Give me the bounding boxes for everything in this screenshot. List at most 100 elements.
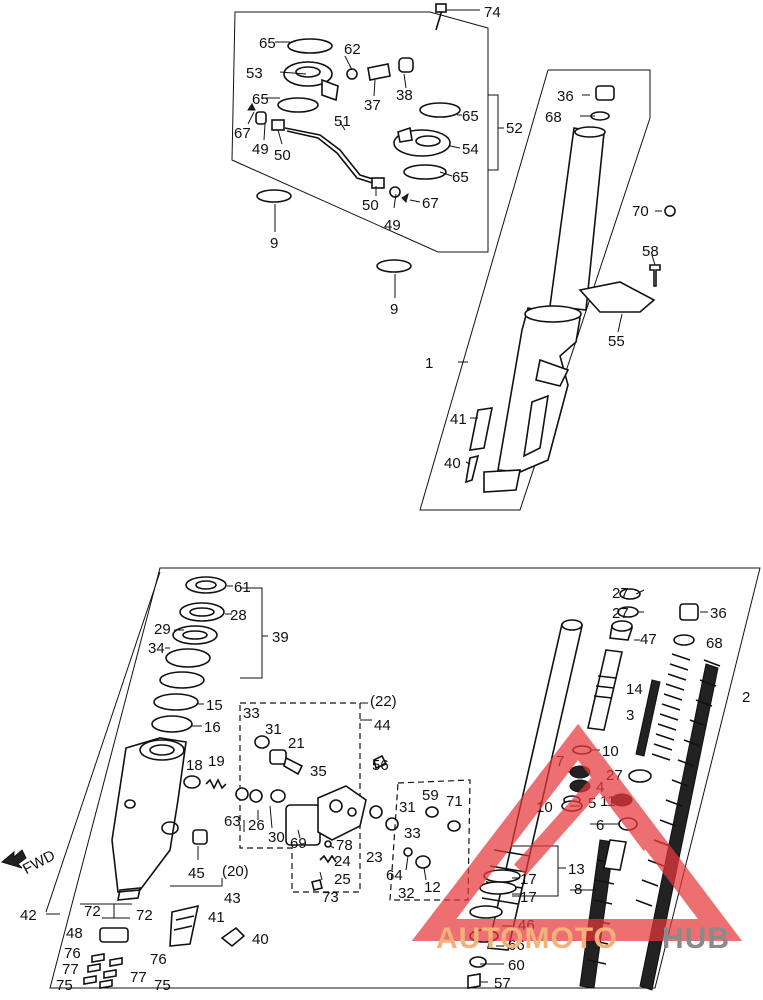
plug-70 <box>664 205 676 217</box>
label-19: 19 <box>208 753 225 770</box>
bolt-74 <box>435 3 480 31</box>
cap-36 <box>595 85 615 101</box>
top-assembly <box>231 3 676 511</box>
gearbox-54 <box>393 126 451 157</box>
label-63: 63 <box>224 813 241 830</box>
label-30: 30 <box>268 829 285 846</box>
speedo-gearbox-53 <box>283 61 339 102</box>
label-77: 77 <box>62 961 79 978</box>
label-69: 69 <box>290 835 307 852</box>
label-54: 54 <box>462 141 479 158</box>
oring-68 <box>673 634 695 646</box>
bushing-45 <box>192 829 208 845</box>
label-27: 27 <box>612 605 629 622</box>
label-65: 65 <box>462 108 479 125</box>
fitting-37 <box>367 63 391 81</box>
label-43: 43 <box>224 890 241 907</box>
label-55: 55 <box>608 333 625 350</box>
label-20: (20) <box>222 863 249 880</box>
label-50: 50 <box>274 147 291 164</box>
label-76: 76 <box>64 945 81 962</box>
label-68: 68 <box>706 635 723 652</box>
label-41: 41 <box>208 909 225 926</box>
label-3: 3 <box>626 707 634 724</box>
label-12: 12 <box>424 879 441 896</box>
ring-65 <box>403 164 447 180</box>
label-21: 21 <box>288 735 305 752</box>
label-49: 49 <box>384 217 401 234</box>
label-32: 32 <box>398 885 415 902</box>
label-72: 72 <box>84 903 101 920</box>
label-10: 10 <box>602 743 619 760</box>
ring-65 <box>287 38 333 54</box>
damper-rod-14 <box>587 620 640 731</box>
label-67: 67 <box>422 195 439 212</box>
label-44: 44 <box>374 717 391 734</box>
label-64: 64 <box>386 867 403 884</box>
label-27: 27 <box>612 585 629 602</box>
label-5: 5 <box>588 795 596 812</box>
plug-71 <box>447 820 461 832</box>
plate-40 <box>220 926 246 948</box>
spring-19 <box>205 778 227 790</box>
label-9: 9 <box>270 235 278 252</box>
label-23: 23 <box>366 849 383 866</box>
watermark-brand-suffix: HUB <box>662 922 730 955</box>
label-49: 49 <box>252 141 269 158</box>
label-17: 17 <box>520 871 537 888</box>
label-35: 35 <box>310 763 327 780</box>
label-68: 68 <box>545 109 562 126</box>
label-51: 51 <box>334 113 351 130</box>
label-41: 41 <box>450 411 467 428</box>
bolt-58 <box>649 264 661 287</box>
reflector-41 <box>468 407 494 451</box>
label-52: 52 <box>506 120 523 137</box>
label-47: 47 <box>640 631 657 648</box>
label-60: 60 <box>508 957 525 974</box>
watermark-logo <box>411 723 743 941</box>
label-76: 76 <box>150 951 167 968</box>
label-15: 15 <box>206 697 223 714</box>
label-73: 73 <box>322 889 339 906</box>
label-28: 28 <box>230 607 247 624</box>
ring-65 <box>419 102 461 118</box>
label-fwd: FWD <box>20 847 58 878</box>
label-9: 9 <box>390 301 398 318</box>
label-53: 53 <box>246 65 263 82</box>
bottom-assembly <box>0 567 761 991</box>
label-72: 72 <box>136 907 153 924</box>
label-31: 31 <box>265 721 282 738</box>
label-67: 67 <box>234 125 251 142</box>
nipple-64 <box>403 847 413 857</box>
label-24: 24 <box>334 853 351 870</box>
fork-tube-1 <box>483 126 606 493</box>
label-39: 39 <box>272 629 289 646</box>
label-29: 29 <box>154 621 171 638</box>
label-18: 18 <box>186 757 203 774</box>
label-65: 65 <box>452 169 469 186</box>
washer-27 <box>628 769 652 783</box>
plate-40 <box>464 454 480 484</box>
label-48: 48 <box>66 925 83 942</box>
label-38: 38 <box>396 87 413 104</box>
label-61: 61 <box>234 579 251 596</box>
label-42: 42 <box>20 907 37 924</box>
label-58: 58 <box>642 243 659 260</box>
label-75: 75 <box>154 977 171 994</box>
washer-18 <box>183 775 201 789</box>
label-45: 45 <box>188 865 205 882</box>
slider-42 <box>111 737 187 901</box>
pad-pin-59 <box>425 806 439 818</box>
label-25: 25 <box>334 871 351 888</box>
label-31: 31 <box>399 799 416 816</box>
watermark-brand: AUTOMOTO <box>436 922 618 955</box>
label-75: 75 <box>56 977 73 994</box>
label-65: 65 <box>252 91 269 108</box>
label-56: 56 <box>372 757 389 774</box>
label-57: 57 <box>494 975 511 992</box>
label-33: 33 <box>243 705 260 722</box>
label-62: 62 <box>344 41 361 58</box>
cable-51 <box>284 127 377 181</box>
washer-27 <box>619 588 641 600</box>
